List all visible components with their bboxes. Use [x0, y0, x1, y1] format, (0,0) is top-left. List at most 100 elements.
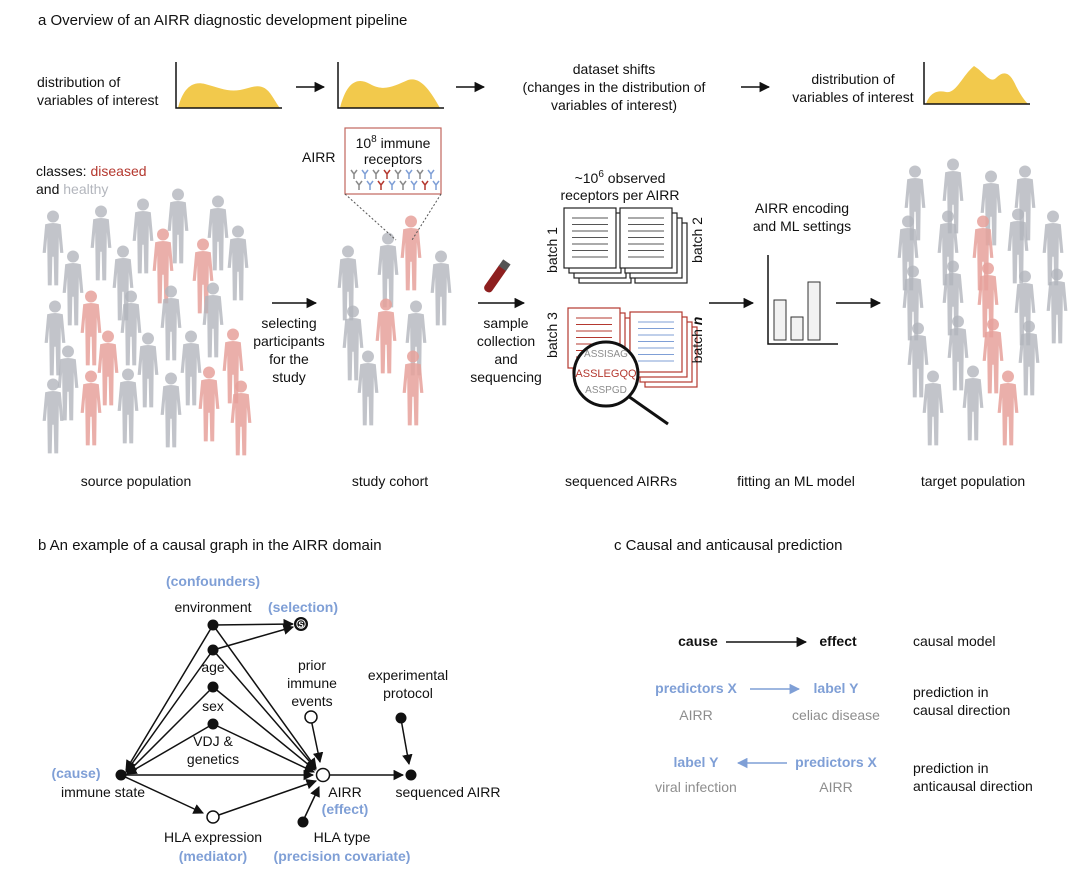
source-person-18: [137, 332, 159, 408]
source-person-26: [230, 380, 252, 456]
node-hla-type: [297, 816, 309, 828]
prediction-causal-line1: prediction in: [913, 684, 989, 700]
antibody-icon: [410, 180, 418, 190]
encoding-line2: and ML settings: [753, 218, 851, 234]
vdj-label-line2: genetics: [187, 751, 239, 767]
magnifier-icon: [572, 340, 669, 426]
label-fitting-ml: fitting an ML model: [737, 473, 855, 489]
cause-label: (cause): [51, 765, 100, 781]
receptor-label: receptors: [364, 151, 422, 167]
observed-line1: ~106 observed: [575, 169, 666, 186]
antibody-icon: [416, 169, 424, 179]
anticausal-label-y: label Y: [674, 754, 720, 770]
source-person-3: [132, 198, 154, 274]
node-sex: [207, 681, 219, 693]
source-person-19: [180, 330, 202, 406]
batch-3-label: batch 3: [544, 312, 560, 358]
source-person-6: [62, 250, 84, 326]
prior-label-line2: immune: [287, 675, 337, 691]
cohort-person-4: [430, 250, 452, 326]
antibody-icon: [377, 180, 385, 190]
selecting-line1: selecting: [261, 315, 316, 331]
node-environment: [207, 619, 219, 631]
seq-3: ASSPGD: [585, 385, 627, 396]
target-person-2: [942, 158, 964, 234]
panel-a-heading: a Overview of an AIRR diagnostic develop…: [38, 12, 407, 29]
anticausal-predictors-x: predictors X: [795, 754, 877, 770]
dist-left-line1: distribution of: [37, 74, 120, 90]
selecting-line4: study: [272, 369, 305, 385]
zoom-line-left: [344, 193, 397, 241]
airr-box-label: AIRR: [302, 149, 335, 165]
zoom-line-right: [411, 193, 442, 241]
antibody-icon: [432, 180, 440, 190]
selection-node-letter: S: [298, 621, 304, 630]
experimental-label-line1: experimental: [368, 667, 448, 683]
source-person-14: [160, 285, 182, 361]
source-person-21: [42, 378, 64, 454]
batch-n-label: batch n: [689, 317, 705, 364]
antibody-icon: [355, 180, 363, 190]
vdj-label-line1: VDJ &: [193, 733, 233, 749]
source-population-people: [42, 188, 252, 456]
prediction-causal-line2: causal direction: [913, 702, 1010, 718]
causal-graph-edges: [120, 618, 413, 822]
source-person-12: [80, 290, 102, 366]
celiac-disease: celiac disease: [792, 707, 880, 723]
sample-tube-icon: [484, 259, 511, 293]
viral-infection: viral infection: [655, 779, 737, 795]
experimental-label-line2: protocol: [383, 685, 433, 701]
node-sequenced-airr: [405, 769, 417, 781]
hla-type-label: HLA type: [314, 829, 371, 845]
selecting-line2: participants: [253, 333, 325, 349]
node-prior-immune-events: [304, 710, 318, 724]
airr-node-label: AIRR: [328, 784, 361, 800]
node-airr: [315, 767, 331, 783]
source-person-17: [97, 330, 119, 406]
hla-expression-label: HLA expression: [164, 829, 262, 845]
cohort-person-8: [357, 350, 379, 426]
node-age: [207, 644, 219, 656]
antibody-icon: [361, 169, 369, 179]
encoding-line1: AIRR encoding: [755, 200, 849, 216]
prior-label-line3: events: [291, 693, 332, 709]
mediator-label: (mediator): [179, 848, 247, 864]
antibody-icon: [383, 169, 391, 179]
distribution-curve-2: [337, 62, 444, 109]
node-immune-state: [115, 769, 127, 781]
causal-model-label: causal model: [913, 633, 996, 649]
target-person-19: [922, 370, 944, 446]
seq-1: ASSISAG: [584, 349, 628, 360]
dist-left-line2: variables of interest: [37, 92, 159, 108]
prior-label-line1: prior: [298, 657, 326, 673]
source-person-23: [117, 368, 139, 444]
node-hla-expression: [206, 810, 220, 824]
source-person-1: [42, 210, 64, 286]
sequenced-airr-label: sequenced AIRR: [395, 784, 500, 800]
cohort-person-6: [375, 298, 397, 374]
selection-label: (selection): [268, 599, 338, 615]
panel-c-heading: c Causal and anticausal prediction: [614, 537, 842, 554]
sample-line2: collection: [477, 333, 535, 349]
panel-b-heading: b An example of a causal graph in the AI…: [38, 537, 382, 554]
source-person-10: [227, 225, 249, 301]
study-cohort-people: [337, 215, 452, 426]
source-person-22: [80, 370, 102, 446]
effect-label: (effect): [322, 801, 369, 817]
distribution-curve-3: [923, 62, 1030, 105]
cohort-person-3: [400, 215, 422, 291]
antibody-icon: [405, 169, 413, 179]
selecting-line3: for the: [269, 351, 309, 367]
receptor-count: 108 immune: [356, 134, 431, 151]
cohort-person-2: [377, 232, 399, 308]
dataset-shifts-line1: dataset shifts: [573, 61, 656, 77]
seq-2: ASSLEGQQ: [575, 368, 637, 380]
antibody-icon: [388, 180, 396, 190]
batch-1-label: batch 1: [544, 227, 560, 273]
age-label: age: [201, 659, 225, 675]
causal-label-y: label Y: [814, 680, 860, 696]
precision-covariate-label: (precision covariate): [274, 848, 411, 864]
antibody-icon: [427, 169, 435, 179]
antibody-icons: [350, 169, 440, 190]
